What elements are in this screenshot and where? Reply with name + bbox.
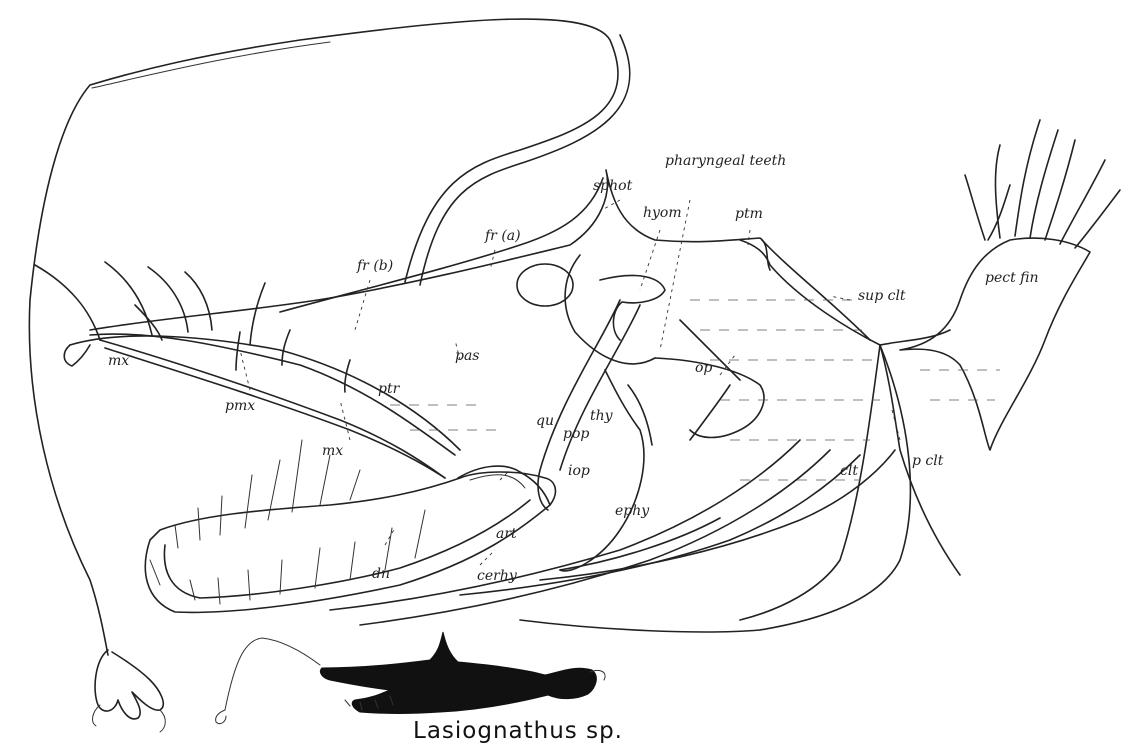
caption: Lasiognathus sp. <box>413 718 623 744</box>
label-mx-lower: mx <box>322 443 343 459</box>
label-ephy: ephy <box>615 503 650 519</box>
label-dn: dn <box>372 566 390 582</box>
upper-jaw <box>35 262 460 478</box>
label-art: art <box>496 526 517 542</box>
label-op: op <box>695 360 712 376</box>
label-ptm: ptm <box>735 206 763 222</box>
label-p-clt: p clt <box>912 453 944 469</box>
label-sphot: sphot <box>593 178 633 194</box>
lure-esca <box>93 650 166 732</box>
fish-silhouette <box>216 632 605 724</box>
label-sup-clt: sup clt <box>858 288 906 304</box>
label-iop: iop <box>568 463 590 479</box>
label-clt: clt <box>840 463 858 479</box>
label-pharyngeal-teeth: pharyngeal teeth <box>665 153 786 169</box>
label-pop: pop <box>563 426 589 442</box>
label-cerhy: cerhy <box>477 568 518 584</box>
label-ptr: ptr <box>378 381 401 397</box>
label-mx-upper: mx <box>108 353 129 369</box>
label-fr-b: fr (b) <box>356 258 393 274</box>
label-pas: pas <box>455 348 480 364</box>
branchial-arches <box>330 440 895 625</box>
label-fr-a: fr (a) <box>484 228 521 244</box>
label-pect-fin: pect fin <box>985 270 1039 286</box>
leader-lines <box>240 200 900 565</box>
labels: sphot pharyngeal teeth hyom ptm fr (a) f… <box>108 153 1039 584</box>
cranium <box>90 170 880 364</box>
lower-jaw <box>145 440 555 612</box>
label-qu: qu <box>536 413 554 429</box>
label-hyom: hyom <box>643 205 682 221</box>
label-pmx: pmx <box>225 398 255 414</box>
cleithrum <box>520 330 960 632</box>
label-thy: thy <box>590 408 614 424</box>
